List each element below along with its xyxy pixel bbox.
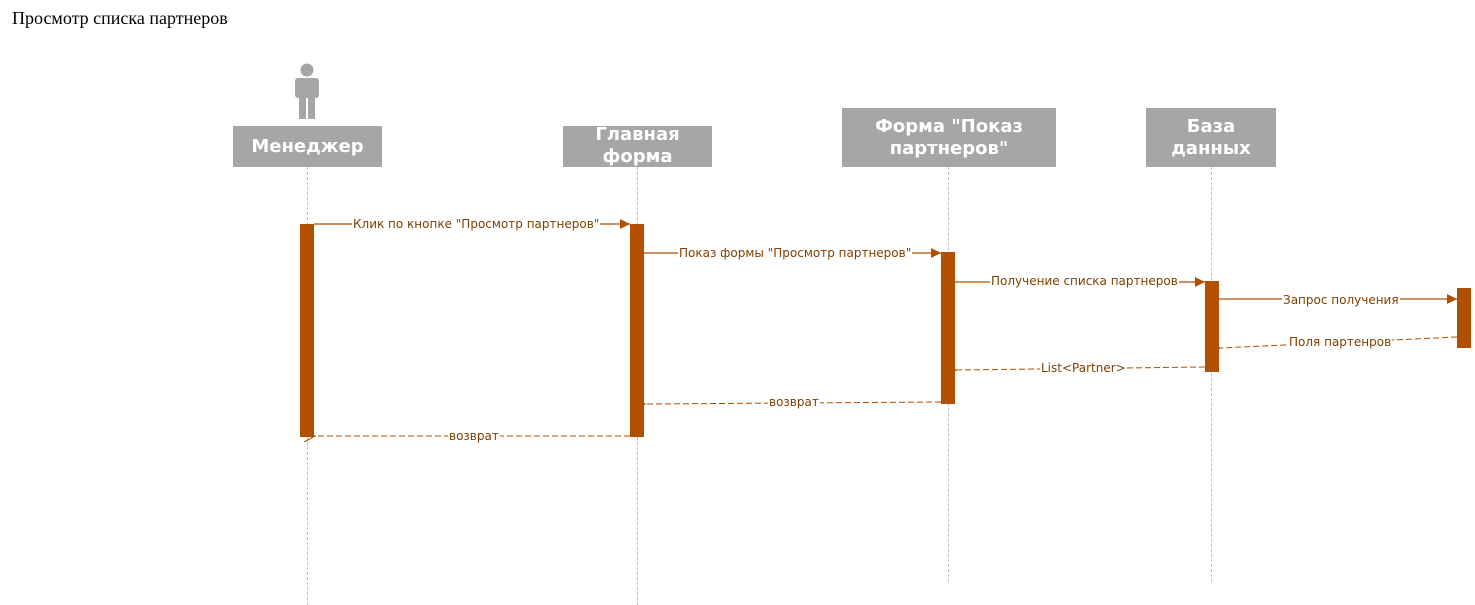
message-label-4: Запрос получения	[1282, 293, 1400, 307]
participant-manager-label: Менеджер	[251, 135, 364, 157]
activation-external	[1457, 288, 1471, 348]
participant-show-form: Форма "Показ партнеров"	[842, 108, 1056, 167]
message-arrow-6	[956, 367, 1206, 370]
activation-main-form	[630, 224, 644, 437]
participant-database-label: База данных	[1171, 115, 1251, 159]
participant-manager: Менеджер	[233, 126, 382, 167]
participant-main-form-label: Главная форма	[595, 124, 680, 167]
message-label-5: Поля партенров	[1288, 335, 1393, 349]
message-label-7: возврат	[768, 395, 820, 409]
participant-main-form: Главная форма	[563, 124, 712, 167]
actor-icon	[295, 63, 319, 119]
message-label-6: List<Partner>	[1040, 361, 1127, 375]
participant-show-form-label: Форма "Показ партнеров"	[875, 115, 1023, 159]
message-label-8: возврат	[448, 429, 500, 443]
participant-database: База данных	[1146, 108, 1276, 167]
lifeline-database	[1211, 167, 1212, 582]
activation-manager	[300, 224, 314, 437]
message-label-1: Клик по кнопке "Просмотр партнеров"	[352, 217, 601, 231]
message-label-3: Получение списка партнеров	[990, 274, 1179, 288]
page-title: Просмотр списка партнеров	[12, 8, 228, 28]
message-label-2: Показ формы "Просмотр партнеров"	[678, 246, 913, 260]
